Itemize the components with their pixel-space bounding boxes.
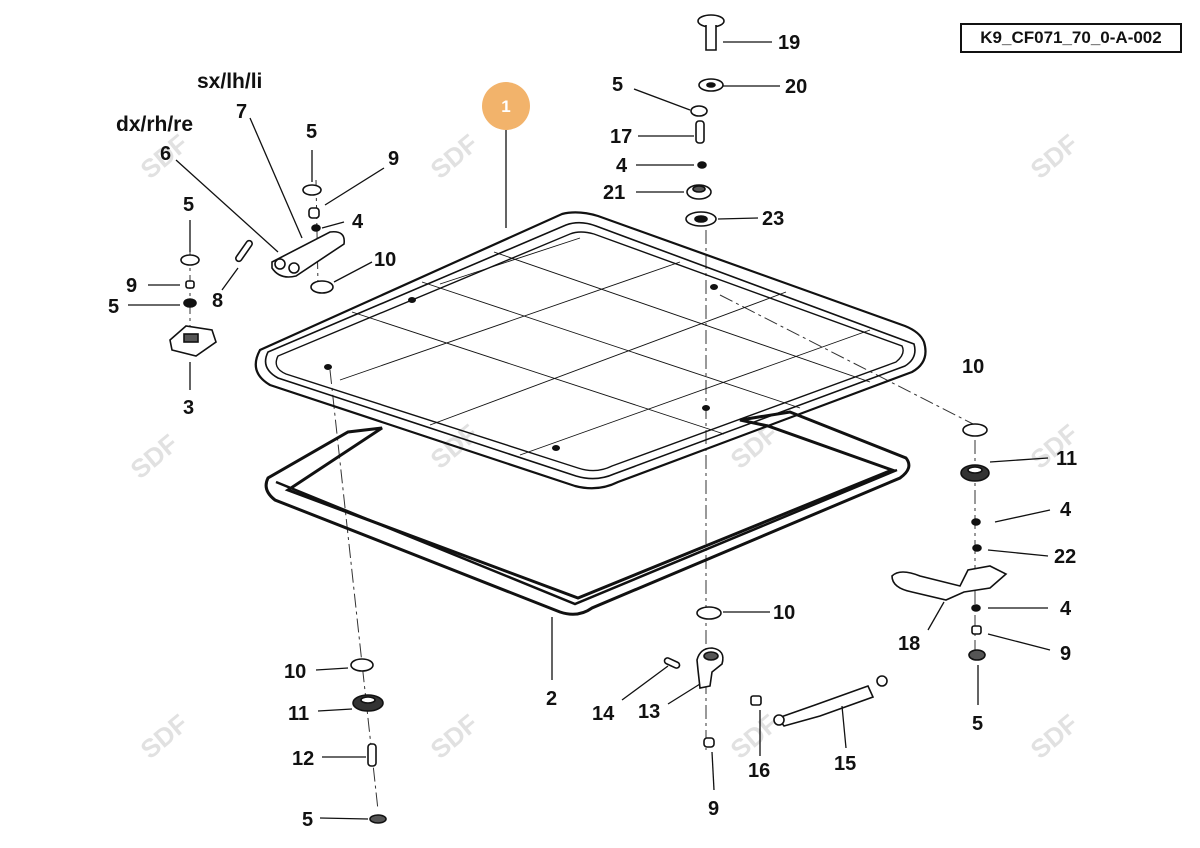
pin-part-8 (235, 239, 253, 263)
part-label: 5 (108, 296, 119, 318)
washer-part-5 (302, 184, 322, 196)
part-label: 5 (612, 74, 623, 96)
part-label: 10 (284, 661, 306, 683)
handle-part-18 (891, 565, 1008, 601)
watermark: SDF (425, 128, 484, 184)
nut-part-4 (697, 161, 707, 169)
knob-stem (705, 25, 717, 51)
part-labels: 19 20 5 17 4 21 23 7 6 5 9 4 10 5 9 5 8 … (108, 32, 1077, 831)
part-label: 10 (374, 249, 396, 271)
part-label: 5 (972, 713, 983, 735)
roof-hatch-seal (264, 410, 911, 616)
part-label: 10 (773, 602, 795, 624)
part-label: 8 (212, 290, 223, 312)
watermark: SDF (425, 708, 484, 764)
part-label: 19 (778, 32, 800, 54)
part-label: 11 (1056, 448, 1077, 470)
part-label: 15 (834, 753, 856, 775)
watermark: SDF (125, 428, 184, 484)
watermarks: SDF SDF SDF SDF SDF SDF SDF SDF SDF SDF … (125, 128, 1084, 764)
spacer-part-9 (971, 625, 982, 635)
right-hand-side-label: dx/rh/re (116, 113, 194, 136)
hardware-parts (169, 14, 1008, 824)
roof-hatch-glass-frame (254, 211, 927, 490)
part-label: 20 (785, 76, 807, 98)
part-label: 4 (1060, 499, 1072, 521)
screw-part-12 (367, 743, 377, 767)
axis-line (719, 294, 976, 426)
nut-part-4 (971, 518, 981, 526)
washer-part-5 (180, 254, 200, 266)
washer-part-10 (962, 423, 988, 437)
part-label: 11 (288, 703, 309, 725)
part-label: 6 (160, 143, 171, 165)
part-label: 21 (603, 182, 625, 204)
washer-part-5 (690, 105, 708, 117)
part-label: 7 (236, 101, 247, 123)
washer-part-22 (972, 544, 982, 552)
part-label: 12 (292, 748, 314, 770)
part-label: 5 (302, 809, 313, 831)
part-label: 16 (748, 760, 770, 782)
watermark: SDF (1025, 708, 1084, 764)
watermark: SDF (725, 418, 784, 474)
part-label: 14 (592, 703, 615, 725)
part-label: 2 (546, 688, 557, 710)
washer-part-5 (369, 814, 387, 824)
part-label: 3 (183, 397, 194, 419)
part-label: 13 (638, 701, 660, 723)
part-label: 5 (306, 121, 317, 143)
part-label: 18 (898, 633, 920, 655)
washer-part-5 (968, 649, 986, 661)
part-label: 22 (1054, 546, 1076, 568)
spacer-part-9 (703, 737, 715, 748)
stud-part-14 (663, 657, 681, 669)
spacer-part-9 (185, 280, 195, 289)
watermark: SDF (135, 708, 194, 764)
callout-number: 1 (501, 97, 510, 116)
nut-part-4 (971, 604, 981, 612)
gas-strut-part-15 (776, 684, 875, 727)
callout-circle (482, 82, 530, 130)
part-label: 9 (708, 798, 719, 820)
washer-part-10 (350, 658, 374, 672)
part-label: 23 (762, 208, 784, 230)
screw-part-17 (695, 120, 705, 144)
hinge-part-6-7 (271, 230, 346, 278)
part-label: 9 (1060, 643, 1071, 665)
axis-line (329, 369, 379, 811)
axis-line (315, 179, 319, 286)
nut-part-16 (750, 695, 762, 706)
leader-lines (128, 41, 1051, 820)
washer-part-10 (696, 606, 722, 620)
diagram-reference-code: K9_CF071_70_0-A-002 (960, 23, 1182, 53)
left-hand-side-label: sx/lh/li (197, 70, 263, 93)
nut-part-4 (311, 224, 321, 232)
callout-bubble: 1 (482, 82, 530, 228)
part-label: 9 (126, 275, 137, 297)
part-label: 4 (1060, 598, 1072, 620)
part-label: 4 (352, 211, 364, 233)
part-label: 10 (962, 356, 984, 378)
part-label: 5 (183, 194, 194, 216)
spacer-part-9 (308, 207, 320, 219)
washer-part-10 (310, 280, 334, 294)
watermark: SDF (1025, 128, 1084, 184)
washer-part-5 (183, 298, 197, 308)
part-label: 4 (616, 155, 628, 177)
part-label: 17 (610, 126, 632, 148)
part-label: 9 (388, 148, 399, 170)
